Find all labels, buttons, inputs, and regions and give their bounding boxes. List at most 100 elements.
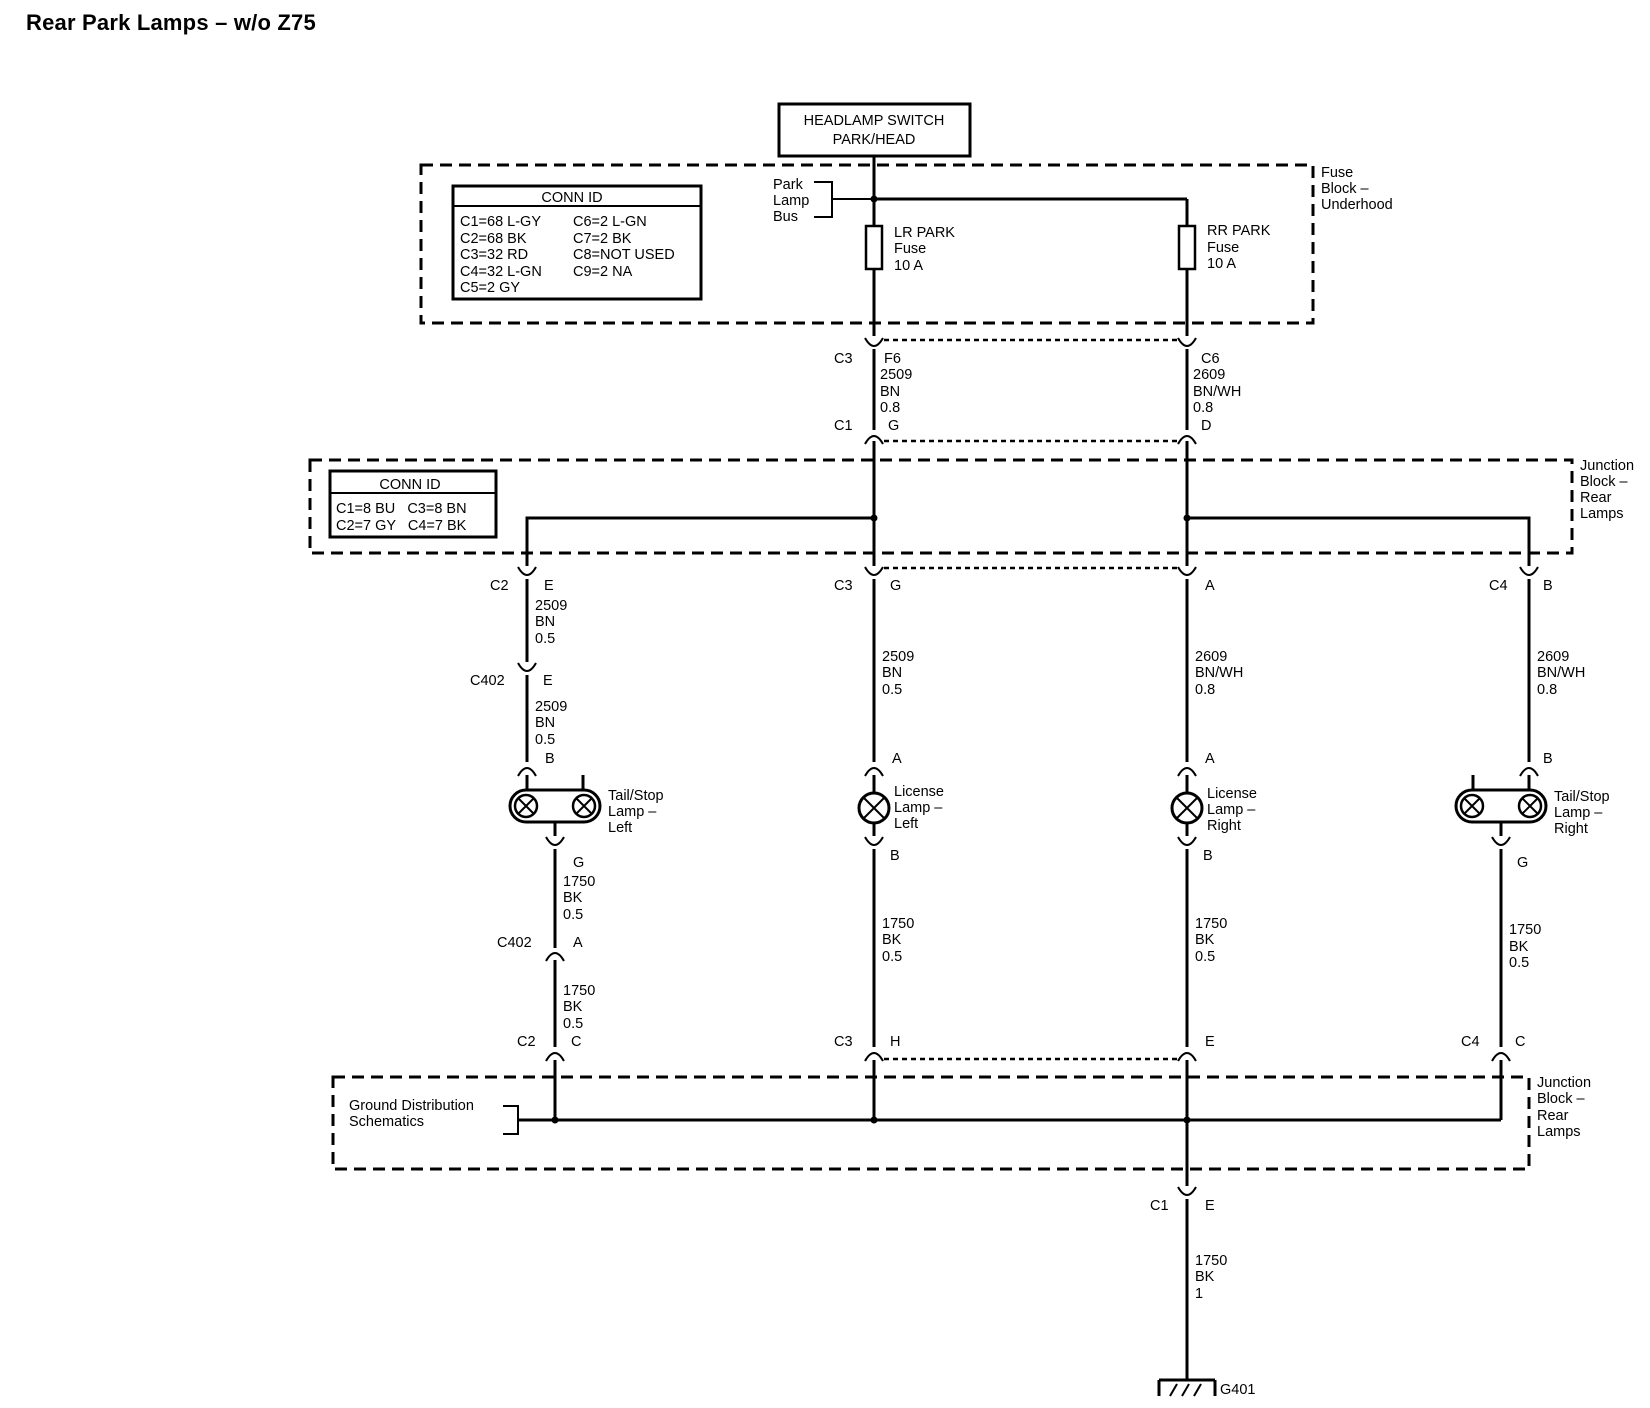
bus-bracket [814,181,833,218]
b3-wire2-size: 0.5 [1195,949,1215,965]
b1-wire1-size: 0.5 [535,631,555,647]
right-bot-pin: D [1201,418,1211,434]
b3-wire1-color: BN/WH [1195,665,1243,681]
b1-wire1-circuit: 2509 [535,598,567,614]
ground-name: G401 [1220,1382,1255,1398]
ground-dist-bracket [503,1105,519,1135]
ground-dist-2: Schematics [349,1114,424,1130]
conn-left-1: C1=68 L-GY [460,214,541,230]
b2-wire1-color: BN [882,665,902,681]
b1-lamp-1: Tail/Stop [608,788,664,804]
b3-lamp-3: Right [1207,818,1241,834]
b1-wire3-color: BK [563,890,583,906]
b2-wire2-size: 0.5 [882,949,902,965]
b1-lamp-3: Left [608,820,632,836]
b3-lamp-2: Lamp – [1207,802,1256,818]
ground-wire-size: 1 [1195,1286,1203,1302]
bus-label-3: Bus [773,209,798,225]
b4-lamp-3: Right [1554,821,1588,837]
left-wire-color: BN [880,384,900,400]
jb-bot-label-4: Lamps [1537,1124,1581,1140]
license-lamp-left-icon [857,775,891,836]
b1-wire4-circuit: 1750 [563,983,595,999]
b2-gnd-pin: H [890,1034,900,1050]
fuse-lr-1: LR PARK [894,225,955,241]
b1-lamp-pin-in: B [545,751,555,767]
upper-connectors: C3 F6 2509 BN 0.8 C1 G C6 2609 BN/WH 0.8… [834,337,1241,445]
fuse-block-label-1: Fuse [1321,165,1353,181]
b2-gnd-conn: C3 [834,1034,853,1050]
fuse-rr-1: RR PARK [1207,223,1271,239]
fuse-lr-3: 10 A [894,258,923,274]
branch-license-left: C3 G 2509 BN 0.5 A License Lamp – Left B… [834,578,944,1062]
b2-wire2-color: BK [882,932,902,948]
conn-right-4: C9=2 NA [573,264,633,280]
left-wire-size: 0.8 [880,400,900,416]
b1-pin: E [544,578,554,594]
jb-top-label-3: Rear [1580,490,1612,506]
left-wire-circuit: 2509 [880,367,912,383]
b2-conn: C3 [834,578,853,594]
b4-pin: B [1543,578,1553,594]
ground-pin: E [1205,1198,1215,1214]
b4-lamp-pin-in: B [1543,751,1553,767]
b4-wire2-color: BK [1509,939,1529,955]
jb-conn-title: CONN ID [379,477,440,493]
b1-gnd-pin: C [571,1034,581,1050]
b3-wire2-color: BK [1195,932,1215,948]
left-bot-conn: C1 [834,418,853,434]
b3-gnd-pin: E [1205,1034,1215,1050]
tail-stop-lamp-right-icon [1454,775,1548,836]
jb-top-label-2: Block – [1580,474,1628,490]
fuse-block-underhood: Fuse Block – Underhood CONN ID C1=68 L-G… [419,163,1393,325]
jb-conn-row1: C1=8 BU C3=8 BN [336,501,467,517]
b1-gnd-conn: C2 [517,1034,536,1050]
b1-wire2-color: BN [535,715,555,731]
b4-wire2-circuit: 1750 [1509,922,1541,938]
b1-wire4-color: BK [563,999,583,1015]
b3-pin: A [1205,578,1215,594]
left-top-pin: F6 [884,351,901,367]
b1-wire4-size: 0.5 [563,1016,583,1032]
b1-wire3-circuit: 1750 [563,874,595,890]
conn-right-2: C7=2 BK [573,231,632,247]
b4-wire1-circuit: 2609 [1537,649,1569,665]
b1-lamp-2: Lamp – [608,804,657,820]
b1-wire2-size: 0.5 [535,732,555,748]
license-lamp-right-icon [1170,775,1204,836]
b3-wire1-size: 0.8 [1195,682,1215,698]
conn-right-1: C6=2 L-GN [573,214,647,230]
b4-lamp-pin-out: G [1517,855,1528,871]
fuse-lr-2: Fuse [894,241,926,257]
b3-wire2-circuit: 1750 [1195,916,1227,932]
b2-pin: G [890,578,901,594]
b2-lamp-3: Left [894,816,918,832]
left-top-conn: C3 [834,351,853,367]
ground-symbol-icon [1157,1378,1217,1397]
jb-bot-label-3: Rear [1537,1108,1569,1124]
page-title: Rear Park Lamps – w/o Z75 [26,10,316,35]
b2-lamp-1: License [894,784,944,800]
fuse-block-conn-id-table: CONN ID C1=68 L-GY C2=68 BK C3=32 RD C4=… [451,184,703,301]
b4-lamp-2: Lamp – [1554,805,1603,821]
branch-tail-stop-right: C4 B 2609 BN/WH 0.8 B Tail/Stop Lamp – R… [1454,578,1610,1062]
b1-wire2-circuit: 2509 [535,699,567,715]
jb-conn-row2: C2=7 GY C4=7 BK [336,518,467,534]
junction-block-top: Junction Block – Rear Lamps CONN ID C1=8… [308,441,1634,566]
b1-wire1-color: BN [535,614,555,630]
conn-right-3: C8=NOT USED [573,247,675,263]
b1-inline-conn: C402 [470,673,505,689]
branch-license-right: A 2609 BN/WH 0.8 A License Lamp – Right … [1170,578,1257,1062]
b4-conn: C4 [1489,578,1508,594]
right-wire-size: 0.8 [1193,400,1213,416]
b1-inline-pin: E [543,673,553,689]
b4-gnd-conn: C4 [1461,1034,1480,1050]
switch-line1: HEADLAMP SWITCH [804,113,945,129]
b1-conn: C2 [490,578,509,594]
b1-wire3-size: 0.5 [563,907,583,923]
ground-dist-1: Ground Distribution [349,1098,474,1114]
b4-gnd-pin: C [1515,1034,1525,1050]
jb-bot-label-2: Block – [1537,1091,1585,1107]
junction-block-bottom: Junction Block – Rear Lamps Ground Distr… [331,1060,1591,1186]
bus-label-2: Lamp [773,193,809,209]
